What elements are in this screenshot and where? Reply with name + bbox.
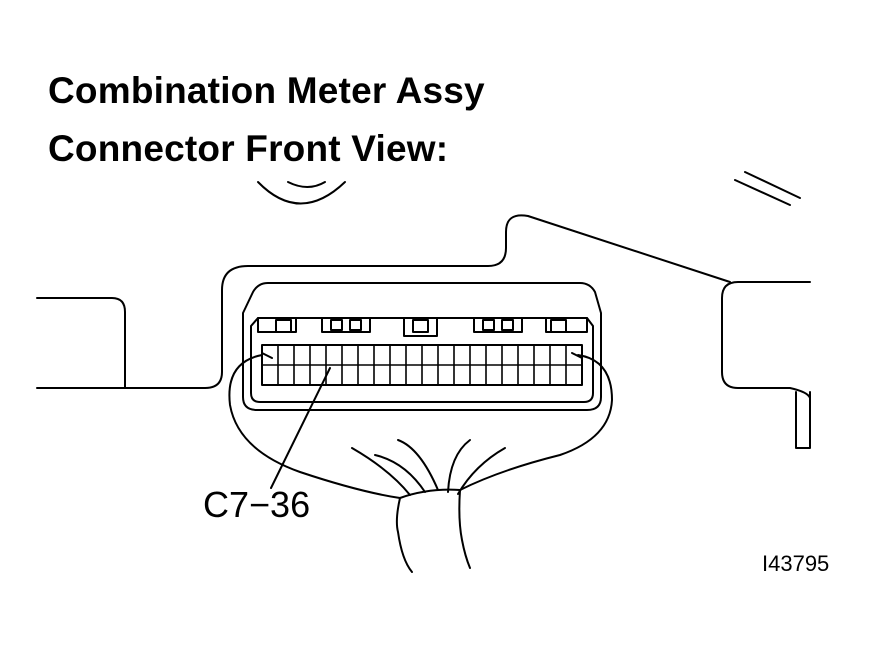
right-housing-slot [795, 391, 811, 449]
wire-strand [351, 447, 411, 496]
diagram-title-line-2: Connector Front View: [48, 128, 449, 169]
key-tab [482, 319, 495, 331]
dashboard-panel-outline [204, 214, 731, 389]
pin-marker-left [261, 352, 273, 359]
key-tab [550, 319, 567, 333]
connector-body-inner [250, 317, 594, 403]
wire-strand [397, 439, 439, 491]
key-tab [330, 319, 343, 331]
dashboard-arc-top-inner [287, 181, 326, 188]
figure-id: I43795 [762, 551, 830, 576]
connector-body-outer [242, 282, 602, 411]
wire-strand [457, 447, 506, 495]
wire-strand [447, 439, 471, 493]
key-tab [412, 319, 429, 333]
key-tab [501, 319, 514, 331]
key-tab [349, 319, 362, 331]
wire-bundle [395, 488, 471, 573]
left-housing-block [36, 297, 206, 389]
wire-strand [374, 454, 426, 493]
hatch-line [734, 179, 791, 206]
key-rail [257, 317, 588, 337]
hatch-line [744, 171, 801, 199]
wire-harness-loop [228, 354, 614, 499]
right-housing-block [721, 281, 811, 399]
callout-leader-line [270, 367, 331, 489]
diagram-title-line-1: Combination Meter Assy [48, 70, 485, 111]
key-tab [275, 319, 292, 333]
pin-marker-right [571, 352, 583, 359]
pin-grid [262, 345, 582, 385]
terminal-callout-label: C7−36 [203, 484, 311, 525]
dashboard-arc-top [257, 181, 346, 205]
